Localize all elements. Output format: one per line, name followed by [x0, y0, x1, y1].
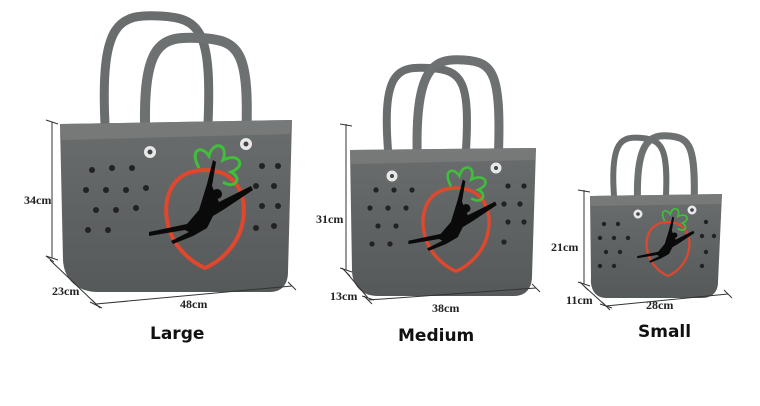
- small-bag-back-handle: [610, 134, 670, 197]
- large-bag: [45, 11, 297, 309]
- small-height-label: 21cm: [551, 240, 579, 254]
- medium-width-label: 38cm: [432, 301, 460, 315]
- small-bag-dimension-lines: [577, 189, 733, 311]
- small-bag: [577, 132, 733, 311]
- small-bag-front-handle: [633, 132, 698, 213]
- large-size-label: Large: [150, 324, 205, 344]
- medium-bag: [339, 55, 541, 305]
- large-height-label: 34cm: [24, 193, 52, 207]
- large-bag-body: [60, 120, 292, 292]
- large-bag-back-handle: [99, 11, 214, 125]
- medium-bag-dimension-lines: [339, 123, 541, 305]
- medium-bag-front-handle: [412, 55, 504, 176]
- medium-bag-body: [350, 148, 536, 296]
- large-width-label: 48cm: [180, 297, 208, 311]
- small-width-label: 28cm: [646, 298, 674, 312]
- small-bag-body: [590, 194, 722, 298]
- medium-size-label: Medium: [398, 326, 475, 346]
- large-bag-front-handle: [140, 32, 252, 153]
- medium-depth-label: 13cm: [330, 289, 358, 303]
- small-size-label: Small: [638, 322, 692, 342]
- large-depth-label: 23cm: [52, 284, 80, 298]
- small-depth-label: 11cm: [566, 293, 593, 307]
- medium-height-label: 31cm: [316, 212, 344, 226]
- large-bag-dimension-lines: [45, 119, 297, 309]
